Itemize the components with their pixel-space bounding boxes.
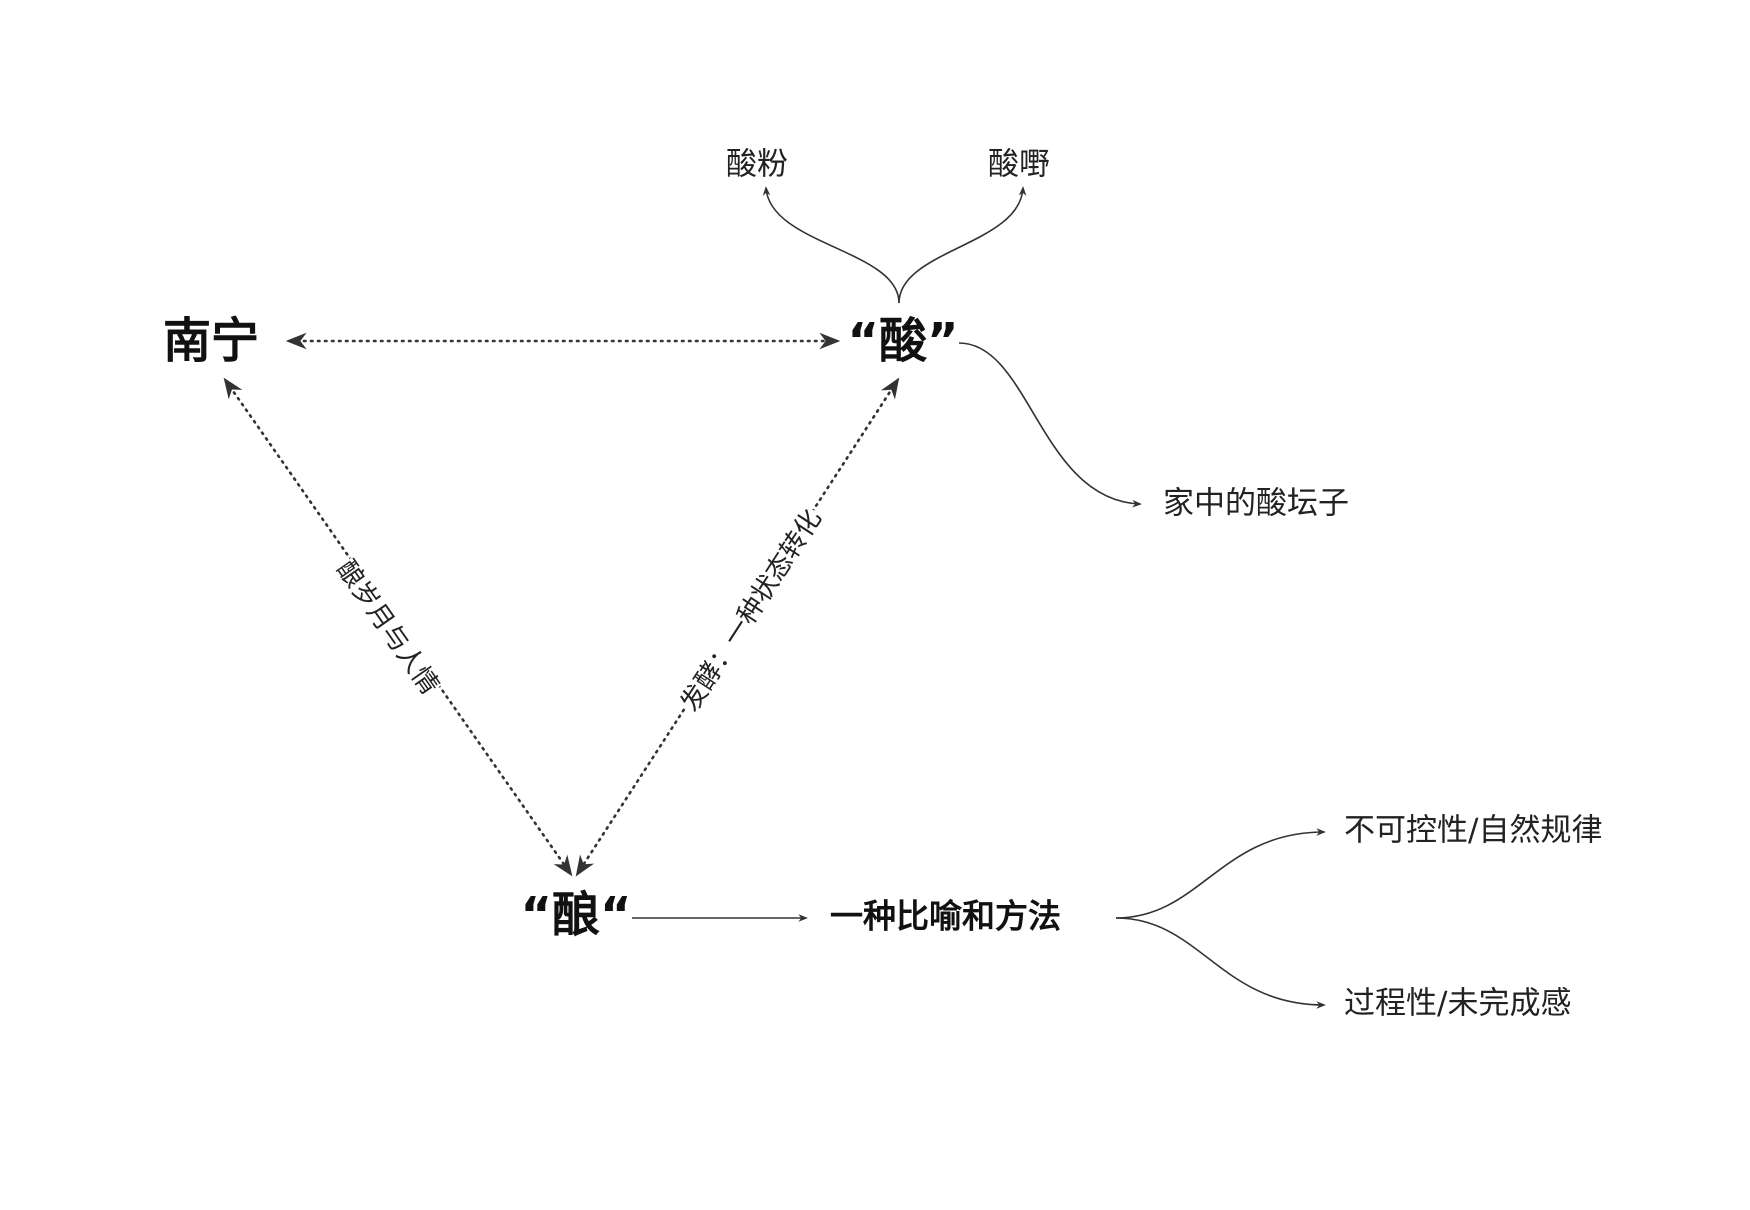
edge-metaphor-uncontrollable: [1115, 828, 1326, 919]
node-process: 过程性/未完成感: [1344, 986, 1571, 1022]
edge-metaphor-process: [1115, 917, 1326, 1009]
node-metaphor: 一种比喻和方法: [830, 897, 1061, 936]
edge-label-left: 酿岁月与人情: [330, 555, 444, 700]
node-suan-ye: 酸嘢: [988, 147, 1050, 183]
node-suan: “酸”: [847, 313, 958, 369]
edge-suan-suanye: [898, 186, 1027, 304]
node-jar: 家中的酸坛子: [1163, 486, 1349, 522]
node-uncontrollable: 不可控性/自然规律: [1344, 813, 1602, 849]
edge-suan-jar: [958, 342, 1142, 508]
node-niang: “酿“: [520, 887, 631, 943]
edge-label-right: 发酵：一种状态转化: [675, 504, 828, 717]
node-suan-fen: 酸粉: [726, 147, 788, 183]
node-nanning: 南宁: [163, 313, 259, 369]
edge-suan-suanfen: [762, 186, 900, 304]
